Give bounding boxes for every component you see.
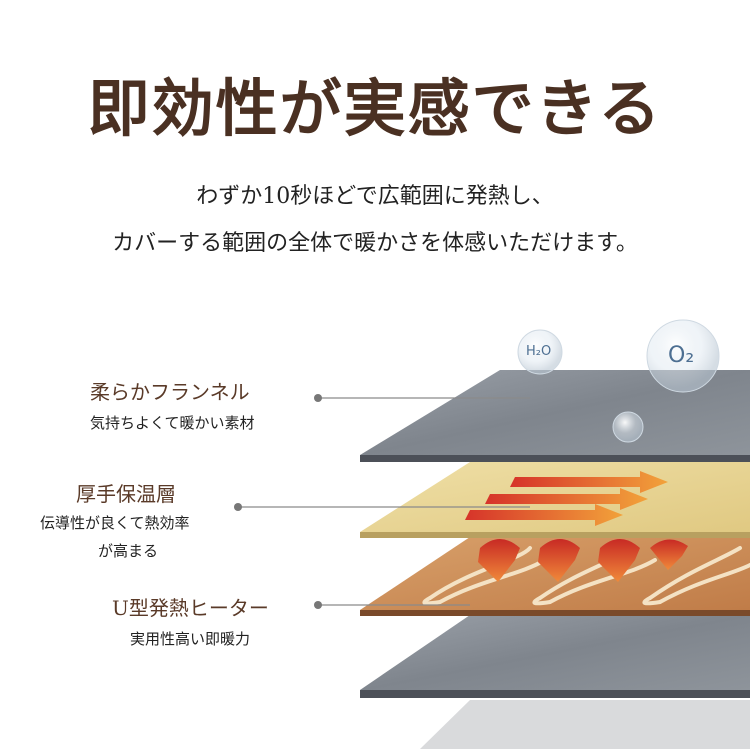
- heat-right-arrows: [465, 471, 668, 526]
- h2o-label: H₂O: [526, 344, 552, 359]
- layer-label-heater: U型発熱ヒーター 実用性高い即暖力: [112, 592, 269, 651]
- heat-down-arrows: [478, 539, 688, 582]
- insulation-name: 厚手保温層: [76, 482, 176, 506]
- bottom-shadow-layer: [420, 700, 750, 749]
- o2-label: O₂: [668, 343, 695, 368]
- heater-name: U型発熱ヒーター: [112, 596, 269, 620]
- page-title: 即効性が実感できる: [87, 72, 663, 145]
- layer-label-insulation: 厚手保温層 伝導性が良くて熱効率 が高まる: [40, 478, 190, 563]
- heater-desc: 実用性高い即暖力: [130, 630, 251, 648]
- flannel-desc: 気持ちよくて暖かい素材: [90, 414, 255, 432]
- insulation-desc-2: が高まる: [98, 542, 159, 560]
- bottom-gray-layer: [360, 615, 750, 690]
- h2o-bubble: [517, 329, 563, 375]
- subtitle-line-2: カバーする範囲の全体で暖かさを体感いただけます。: [112, 231, 638, 256]
- o2-bubble: [646, 319, 720, 393]
- flannel-layer: [360, 370, 750, 455]
- layer-label-flannel: 柔らかフランネル 気持ちよくて暖かい素材: [90, 376, 255, 435]
- subtitle-line-1: わずか10秒ほどで広範囲に発熱し、: [196, 184, 554, 209]
- insulation-desc-1: 伝導性が良くて熱効率: [40, 514, 190, 532]
- flannel-name: 柔らかフランネル: [90, 380, 250, 404]
- small-bubble: [612, 411, 644, 443]
